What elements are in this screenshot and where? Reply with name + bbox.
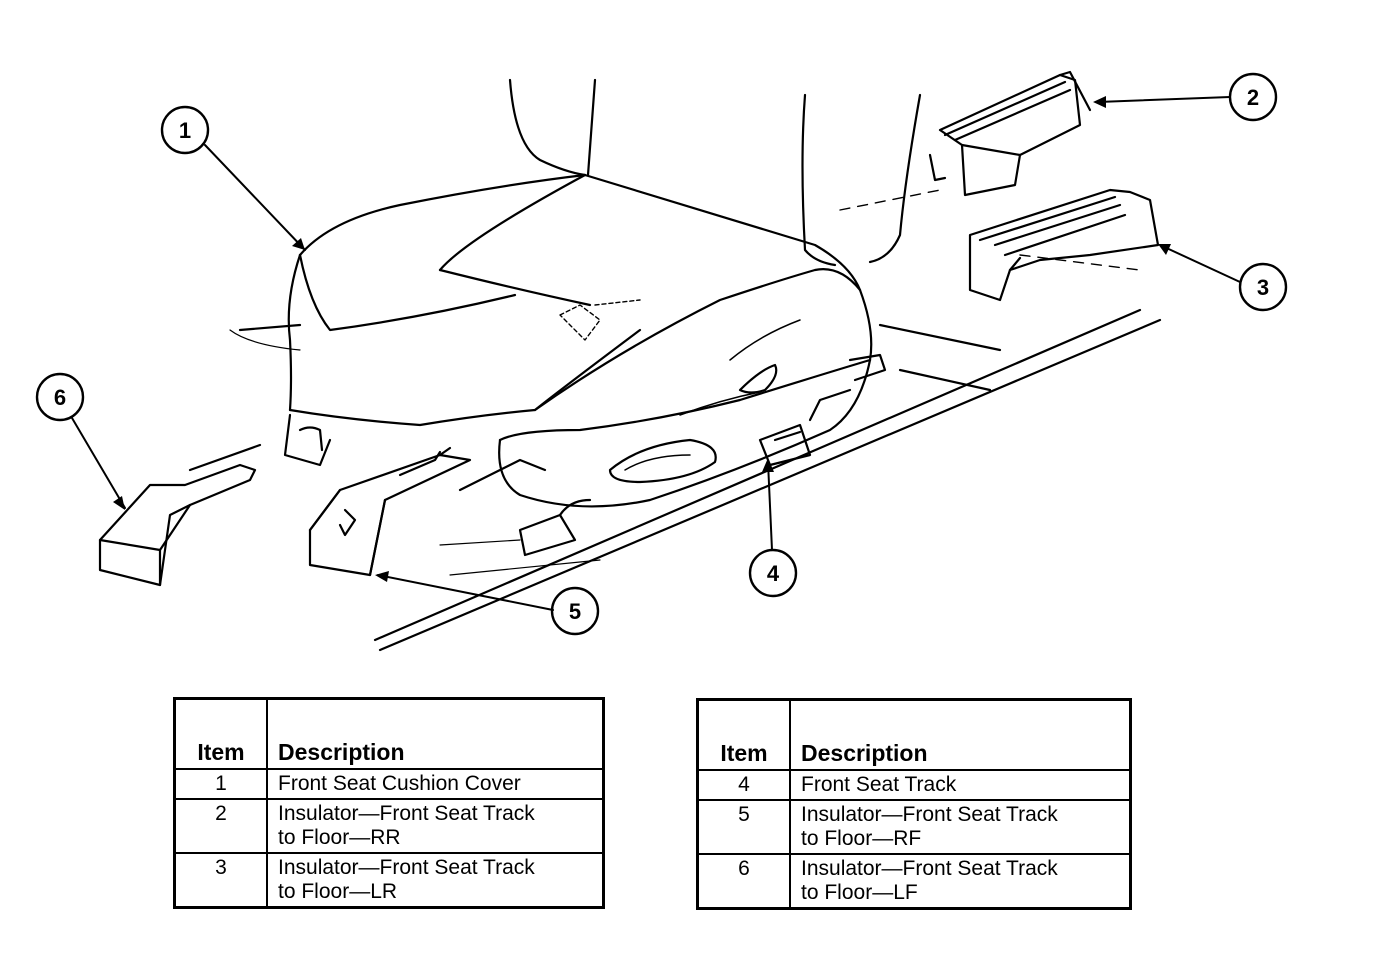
legend-left-header-item: Item [173, 697, 268, 770]
floor-rails [229, 189, 1162, 652]
legend-table-right: Item Description 4 Front Seat Track 5 In… [696, 698, 1132, 910]
callout-4-label: 4 [767, 561, 780, 586]
legend-item-number: 3 [173, 852, 268, 909]
legend-description-line: Insulator—Front Seat Track [801, 857, 1058, 880]
legend-right-header-description: Description [789, 698, 1132, 771]
legend-description-line: Front Seat Track [801, 773, 957, 796]
legend-description-line: Insulator—Front Seat Track [278, 802, 535, 825]
legend-description-line: Front Seat Cushion Cover [278, 772, 521, 795]
table-row: 5 Insulator—Front Seat Track to Floor—RF [696, 799, 1132, 855]
callout-2-circle [1228, 72, 1278, 122]
legend-description-line: Insulator—Front Seat Track [801, 803, 1058, 826]
legend-right-header-item: Item [696, 698, 791, 771]
callout-1-circle [160, 105, 210, 155]
legend-description-line: to Floor—LR [278, 880, 398, 903]
legend-item-number: 6 [696, 853, 791, 910]
leader-arrowheads [113, 96, 1171, 582]
callout-1-label: 1 [179, 118, 191, 143]
callout-3-label: 3 [1257, 275, 1269, 300]
legend-item-description: Insulator—Front Seat Track to Floor—RR [266, 798, 605, 854]
callout-3-circle [1238, 262, 1288, 312]
insulator-lf-part [98, 443, 262, 587]
legend-description-line: to Floor—RR [278, 826, 401, 849]
seat-cushion [287, 173, 873, 508]
callout-6-circle [35, 372, 85, 422]
seat-exploded-diagram: 1 2 3 4 5 6 [35, 70, 1288, 652]
legend-description-line: Insulator—Front Seat Track [278, 856, 535, 879]
insulator-rr-part [928, 70, 1092, 197]
table-row: 6 Insulator—Front Seat Track to Floor—LF [696, 853, 1132, 910]
legend-item-description: Front Seat Cushion Cover [266, 768, 605, 800]
legend-description-line: to Floor—RF [801, 827, 922, 850]
legend-table-left: Item Description 1 Front Seat Cushion Co… [173, 697, 605, 909]
callout-5-circle [550, 586, 600, 636]
table-row: 3 Insulator—Front Seat Track to Floor—LR [173, 852, 605, 909]
callout-6-label: 6 [54, 385, 66, 410]
legend-item-description: Insulator—Front Seat Track to Floor—LR [266, 852, 605, 909]
seat-back [508, 78, 922, 267]
insulator-rf-part [308, 446, 547, 577]
legend-item-number: 1 [173, 768, 268, 800]
legend-description-line: to Floor—LF [801, 881, 918, 904]
legend-item-description: Insulator—Front Seat Track to Floor—LF [789, 853, 1132, 910]
legend-item-description: Front Seat Track [789, 769, 1132, 801]
leader-lines [71, 96, 1241, 611]
callout-2-label: 2 [1247, 85, 1259, 110]
legend-right-header-row: Item Description [696, 698, 1132, 771]
legend-left-header-row: Item Description [173, 697, 605, 770]
legend-item-description: Insulator—Front Seat Track to Floor—RF [789, 799, 1132, 855]
legend-item-number: 2 [173, 798, 268, 854]
legend-left-header-description: Description [266, 697, 605, 770]
insulator-lr-part [968, 188, 1160, 302]
table-row: 4 Front Seat Track [696, 769, 1132, 801]
table-row: 2 Insulator—Front Seat Track to Floor—RR [173, 798, 605, 854]
callout-circles [35, 72, 1288, 636]
callout-4-circle [748, 548, 798, 598]
callout-5-label: 5 [569, 599, 581, 624]
seat-track [283, 353, 887, 557]
legend-item-number: 5 [696, 799, 791, 855]
legend-item-number: 4 [696, 769, 791, 801]
table-row: 1 Front Seat Cushion Cover [173, 768, 605, 800]
